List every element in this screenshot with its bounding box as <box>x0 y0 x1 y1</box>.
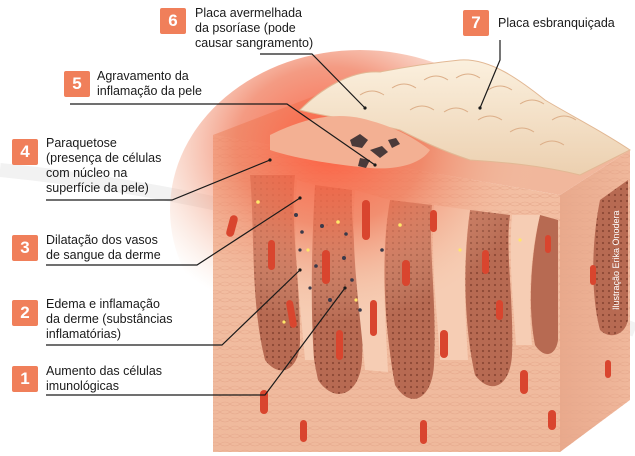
bleeding-spots <box>350 134 400 168</box>
callout-1-label: Aumento das células imunológicas <box>46 364 163 393</box>
callout-3-label: Dilatação dos vasos de sangue da derme <box>46 233 161 262</box>
blood-vessels <box>226 200 611 444</box>
plaque-scales <box>359 73 577 146</box>
callout-5-label: Agravamento da inflamação da pele <box>97 69 202 98</box>
leader-endpoints <box>268 106 482 290</box>
callout-7-badge: 7 <box>463 10 489 36</box>
callout-3-badge: 3 <box>12 235 38 261</box>
leader-lines <box>46 40 501 396</box>
illustration-credit: Ilustração Erika Onodera <box>611 210 621 310</box>
white-plaque <box>299 59 631 176</box>
inflammatory-substances <box>256 200 522 324</box>
callout-2-label: Edema e inflamação da derme (substâncias… <box>46 297 173 341</box>
callout-1-badge: 1 <box>12 366 38 392</box>
callout-7-label: Placa esbranquiçada <box>498 16 615 30</box>
callout-6-label: Placa avermelhada da psoríase (pode caus… <box>195 6 314 50</box>
callout-6-badge: 6 <box>160 8 186 34</box>
callout-4-label: Paraquetose (presença de células com núc… <box>46 136 162 195</box>
callout-2-badge: 2 <box>12 300 38 326</box>
callout-4-badge: 4 <box>12 139 38 165</box>
callout-5-badge: 5 <box>64 71 90 97</box>
red-plaque <box>270 115 430 169</box>
immune-cells <box>294 213 384 312</box>
